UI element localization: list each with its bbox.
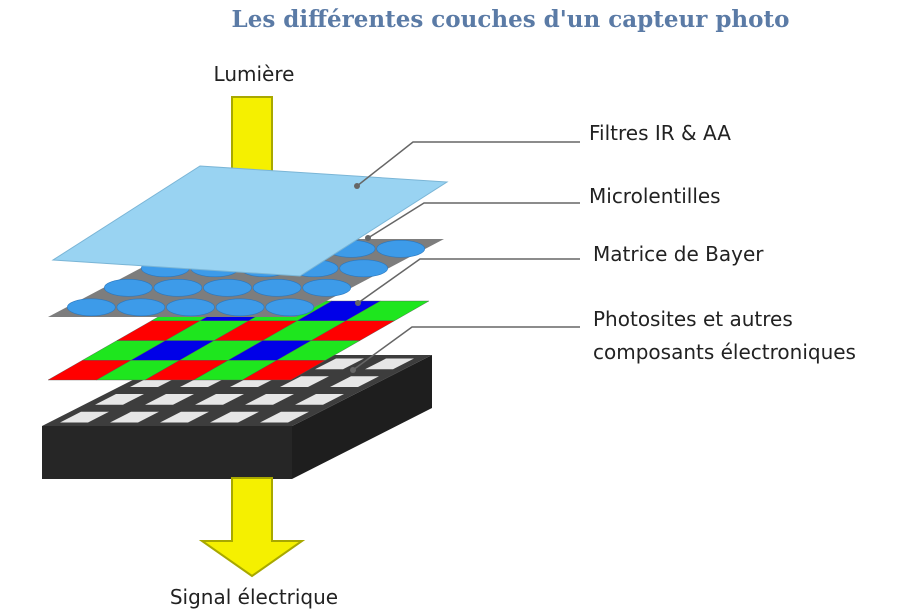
label-photosites-line2: composants électroniques: [593, 340, 856, 364]
photosite: [260, 411, 309, 423]
diagram-title: Les différentes couches d'un capteur pho…: [0, 6, 901, 33]
photosite: [295, 394, 344, 405]
photosite: [60, 411, 109, 423]
leader-lines: [352, 141, 580, 371]
microlens: [265, 298, 315, 317]
microlens: [67, 298, 116, 317]
microlens: [116, 298, 166, 317]
photosite: [315, 358, 364, 370]
microlens: [153, 278, 203, 297]
leader-microlenses: [367, 202, 580, 239]
ir-aa-filter: [51, 165, 449, 277]
chip-right-face: [292, 355, 432, 479]
leader-dot-microlenses: [365, 235, 371, 241]
microlens: [166, 298, 215, 317]
signal-arrow: [198, 477, 306, 578]
leader-filters: [356, 141, 580, 187]
chip-front-face: [42, 426, 292, 479]
label-filters: Filtres IR & AA: [589, 121, 731, 145]
microlens: [302, 278, 352, 297]
photosite: [110, 411, 159, 423]
photosite: [145, 394, 194, 405]
microlens: [252, 278, 302, 297]
label-photosites-line1: Photosites et autres: [593, 307, 793, 331]
light-label: Lumière: [214, 62, 295, 86]
photosite: [195, 394, 244, 405]
photosite: [365, 358, 414, 370]
signal-label: Signal électrique: [170, 585, 338, 609]
photosite-chip: [42, 355, 432, 479]
microlens: [104, 278, 153, 297]
leader-bayer: [357, 258, 580, 304]
leader-dot-photosites: [350, 367, 356, 373]
bayer-cell: [345, 300, 430, 321]
photosite: [330, 376, 379, 387]
photosite: [160, 411, 209, 423]
photosite: [280, 376, 329, 387]
microlens: [376, 240, 426, 258]
leader-dots: [350, 183, 371, 373]
microlens-plate-shape: [48, 239, 444, 317]
leader-dot-filters: [354, 183, 360, 189]
diagram-title-text: Les différentes couches d'un capteur pho…: [231, 6, 790, 33]
chip-top-face: [42, 355, 432, 426]
photosite: [95, 394, 144, 405]
leader-photosites: [352, 326, 580, 371]
label-bayer: Matrice de Bayer: [593, 242, 764, 266]
photosite: [210, 411, 259, 423]
microlens: [203, 278, 252, 297]
microlens: [215, 298, 265, 317]
microlens: [339, 259, 389, 278]
photosite: [245, 394, 294, 405]
label-microlenses: Microlentilles: [589, 184, 721, 208]
leader-dot-bayer: [355, 300, 361, 306]
